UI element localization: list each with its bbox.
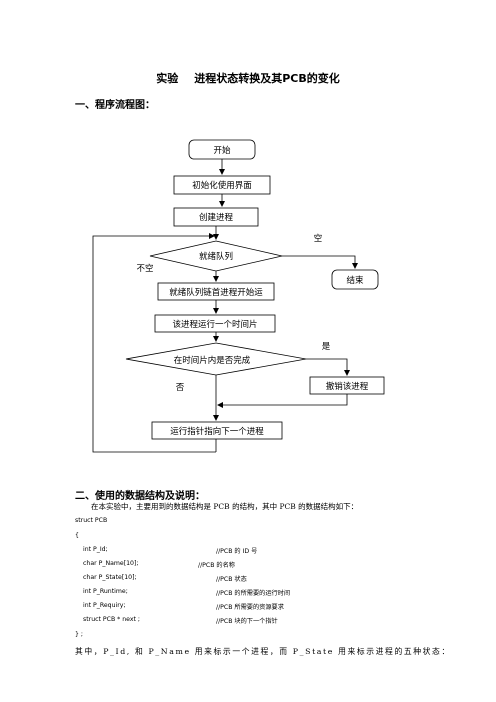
not-empty-branch-label: 不空 (136, 263, 153, 274)
run-head-label: 就绪队列链首进程开始运 (169, 287, 263, 298)
title-prefix: 实验 (156, 72, 179, 85)
section-2-last-line: 其中，P_Id, 和 P_Name 用来标示一个进程，而 P_State 用来标… (75, 647, 451, 656)
start-label: 开始 (213, 145, 231, 156)
field-comment: //PCB 的 ID 号 (216, 548, 258, 555)
field-code: char P_State[10]; (83, 574, 137, 581)
page-title: 实验 进程状态转换及其PCB的变化 (0, 70, 496, 86)
run-slice-box (154, 314, 276, 333)
no-branch-label: 否 (176, 383, 185, 393)
end-box (331, 269, 379, 290)
section-2-intro: 在本实验中，主要用到的数据结构是 PCB 的结构，其中 PCB 的数据结构如下： (91, 502, 359, 511)
next-pointer-box (151, 421, 283, 440)
code-open-brace: { (75, 532, 79, 539)
section-1-heading: 一、程序流程图： (75, 100, 155, 111)
code-struct-line: struct PCB (75, 517, 108, 524)
field-comment: //PCB 的名称 (198, 562, 235, 569)
title-main: 进程状态转换及其PCB的变化 (194, 72, 340, 85)
section-2-heading: 二、使用的数据结构及说明： (75, 491, 205, 502)
field-code: struct PCB * next ; (83, 616, 140, 623)
field-comment: //PCB 的所需要的运行时间 (216, 590, 291, 597)
field-code: char P_Name[10]; (83, 560, 139, 567)
field-comment: //PCB 所需要的资源要求 (216, 604, 284, 611)
cancel-label: 撤销该进程 (326, 381, 369, 392)
create-label: 创建进程 (199, 212, 234, 223)
field-code: int P_Runtime; (83, 588, 128, 595)
run-slice-label: 该进程运行一个时间片 (172, 319, 257, 330)
yes-branch-label: 是 (322, 342, 331, 352)
field-code: int P_Id; (83, 546, 108, 553)
end-label: 结束 (346, 275, 364, 286)
ready-queue-label: 就绪队列 (199, 251, 233, 262)
init-label: 初始化使用界面 (192, 180, 252, 191)
field-code: int P_Requiry; (83, 602, 126, 609)
field-comment: //PCB 块的下一个指针 (216, 618, 278, 625)
done-in-slice-label: 在时间片内是否完成 (174, 355, 251, 366)
flowchart: 开始 初始化使用界面 创建进程 就绪队列 结束 就绪队列链首进程开始运 该进程运… (92, 139, 385, 453)
next-pointer-label: 运行指针指向下一个进程 (170, 426, 264, 437)
empty-branch-label: 空 (314, 233, 323, 244)
code-close-brace: } ; (75, 631, 83, 638)
field-comment: //PCB 状态 (216, 576, 247, 583)
